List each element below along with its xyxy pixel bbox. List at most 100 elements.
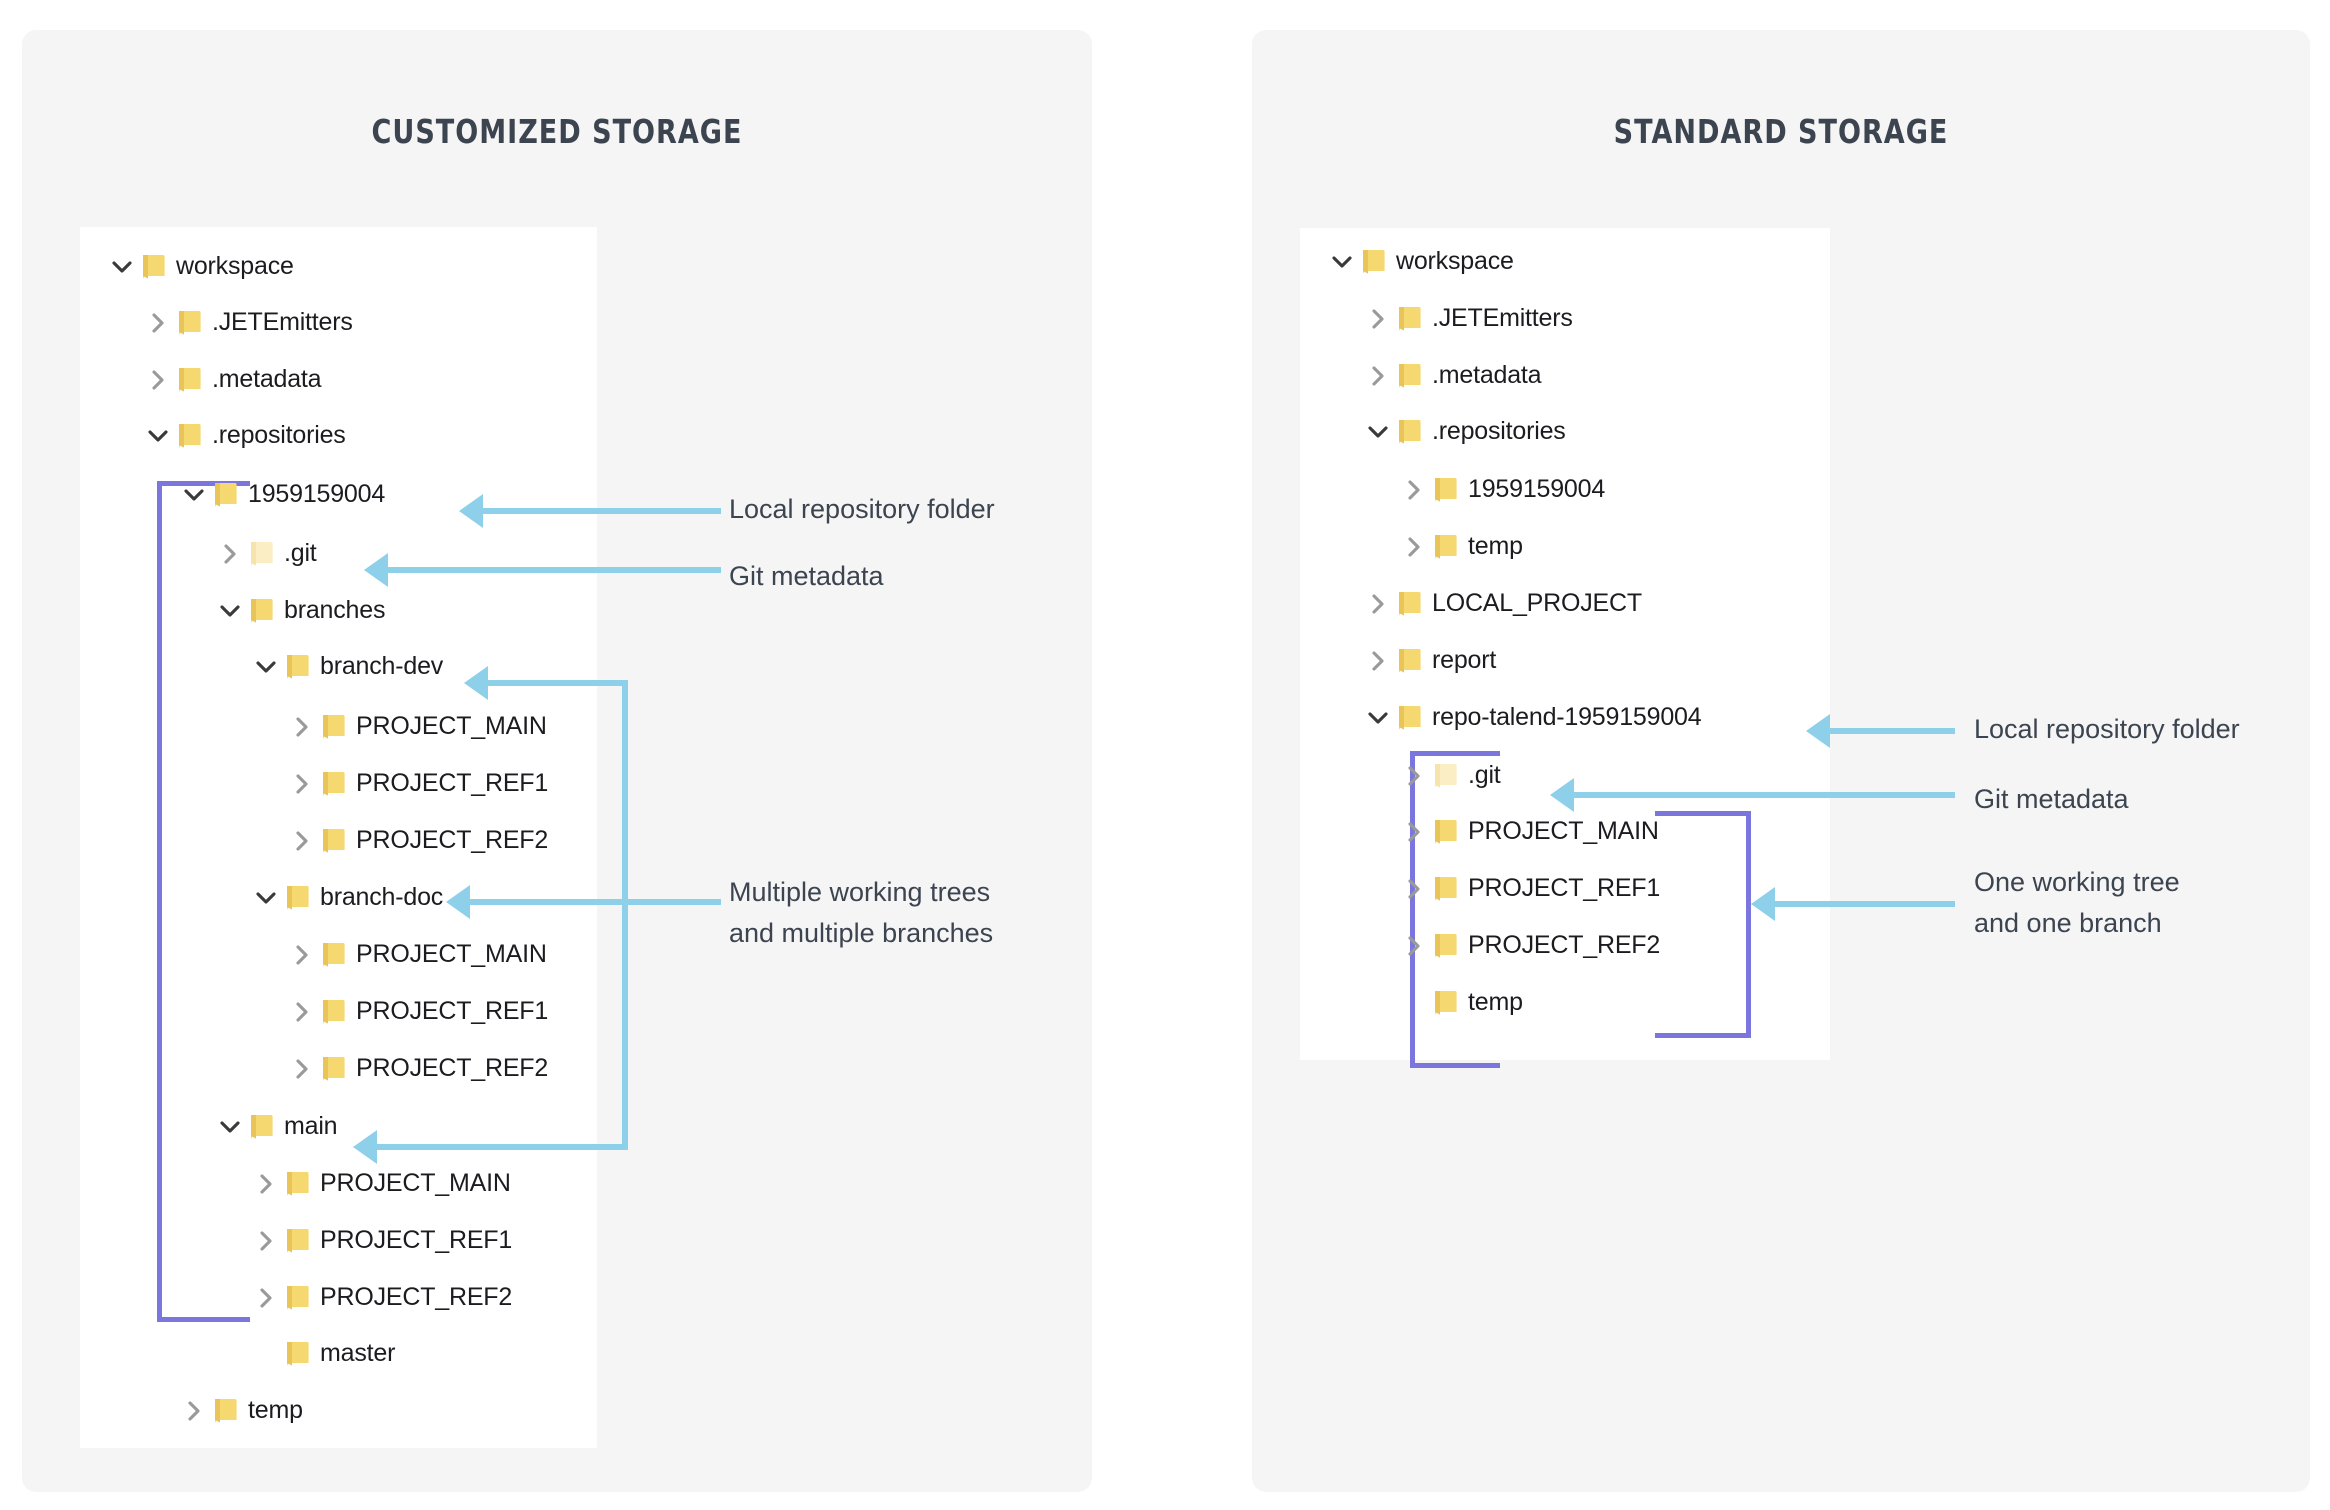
tree-item[interactable]: branches <box>216 591 385 629</box>
chevron-right-icon[interactable] <box>288 770 314 796</box>
tree-item[interactable]: .git <box>216 534 317 572</box>
tree-item[interactable]: PROJECT_REF2 <box>288 821 548 859</box>
tree-item[interactable]: branch-dev <box>252 647 443 685</box>
annotation-label-git-metadata-right: Git metadata <box>1974 784 2129 814</box>
tree-item[interactable]: repo-talend-1959159004 <box>1364 698 1702 736</box>
folder-icon <box>1430 990 1457 1015</box>
folder-icon <box>210 482 237 507</box>
tree-item-label: repo-talend-1959159004 <box>1432 702 1702 731</box>
tree-item[interactable]: temp <box>180 1391 303 1429</box>
chevron-right-icon[interactable] <box>1400 932 1426 958</box>
tree-item[interactable]: PROJECT_REF1 <box>1400 869 1660 907</box>
chevron-down-icon[interactable] <box>1364 418 1390 444</box>
panel-title-standard: STANDARD STORAGE <box>1613 112 1949 151</box>
chevron-down-icon[interactable] <box>180 481 206 507</box>
folder-icon <box>1430 534 1457 559</box>
tree-item[interactable]: PROJECT_MAIN <box>1400 812 1659 850</box>
tree-item-label: main <box>284 1111 338 1140</box>
chevron-right-icon[interactable] <box>144 366 170 392</box>
tree-item[interactable]: PROJECT_REF2 <box>1400 926 1660 964</box>
folder-icon <box>1430 819 1457 844</box>
tree-item[interactable]: .metadata <box>144 360 322 398</box>
folder-icon <box>1358 249 1385 274</box>
tree-item[interactable]: PROJECT_REF1 <box>288 764 548 802</box>
tree-item-label: PROJECT_REF2 <box>356 825 549 854</box>
tree-item[interactable]: PROJECT_MAIN <box>252 1164 511 1202</box>
chevron-right-icon[interactable] <box>1400 476 1426 502</box>
chevron-right-icon[interactable] <box>1364 362 1390 388</box>
tree-item-label: master <box>320 1338 396 1367</box>
chevron-right-icon[interactable] <box>252 1284 278 1310</box>
panel-title-customized: CUSTOMIZED STORAGE <box>371 112 743 151</box>
chevron-right-icon[interactable] <box>1400 762 1426 788</box>
chevron-down-icon[interactable] <box>1328 248 1354 274</box>
chevron-right-icon[interactable] <box>1364 305 1390 331</box>
folder-icon <box>282 1341 309 1366</box>
tree-item[interactable]: master <box>252 1334 395 1372</box>
tree-item-label: PROJECT_REF1 <box>320 1225 513 1254</box>
tree-item[interactable]: PROJECT_REF2 <box>288 1049 548 1087</box>
chevron-right-icon[interactable] <box>180 1397 206 1423</box>
tree-item[interactable]: PROJECT_MAIN <box>288 707 547 745</box>
chevron-right-icon[interactable] <box>252 1170 278 1196</box>
tree-item[interactable]: .repositories <box>1364 412 1566 450</box>
tree-item-label: workspace <box>1396 246 1514 275</box>
chevron-down-icon[interactable] <box>1364 704 1390 730</box>
tree-item[interactable]: PROJECT_REF1 <box>252 1221 512 1259</box>
chevron-right-icon[interactable] <box>288 1055 314 1081</box>
tree-item[interactable]: PROJECT_MAIN <box>288 935 547 973</box>
tree-item[interactable]: .git <box>1400 756 1501 794</box>
tree-item-label: PROJECT_REF1 <box>356 996 549 1025</box>
chevron-right-icon[interactable] <box>1364 647 1390 673</box>
folder-icon <box>318 1056 345 1081</box>
tree-item[interactable]: main <box>216 1107 338 1145</box>
tree-item[interactable]: .JETEmitters <box>144 303 353 341</box>
chevron-down-icon[interactable] <box>252 884 278 910</box>
tree-item-label: .JETEmitters <box>212 307 353 336</box>
chevron-down-icon[interactable] <box>144 422 170 448</box>
chevron-right-icon[interactable] <box>252 1227 278 1253</box>
chevron-down-icon[interactable] <box>216 597 242 623</box>
tree-item[interactable]: 1959159004 <box>1400 470 1605 508</box>
annotation-label-git-metadata-left: Git metadata <box>729 561 884 591</box>
folder-icon <box>246 1114 273 1139</box>
folder-icon <box>1394 419 1421 444</box>
chevron-down-icon[interactable] <box>108 253 134 279</box>
chevron-down-icon[interactable] <box>216 1113 242 1139</box>
folder-icon <box>282 885 309 910</box>
chevron-right-icon[interactable] <box>1400 533 1426 559</box>
tree-item[interactable]: branch-doc <box>252 878 443 916</box>
tree-item[interactable]: report <box>1364 641 1496 679</box>
tree-item-label: PROJECT_REF2 <box>356 1053 549 1082</box>
tree-item[interactable]: .metadata <box>1364 356 1542 394</box>
tree-item[interactable]: PROJECT_REF2 <box>252 1278 512 1316</box>
chevron-right-icon[interactable] <box>288 713 314 739</box>
tree-item[interactable]: .JETEmitters <box>1364 299 1573 337</box>
tree-item-label: .JETEmitters <box>1432 303 1573 332</box>
tree-item[interactable]: workspace <box>1328 242 1514 280</box>
tree-item[interactable]: 1959159004 <box>180 475 385 513</box>
chevron-right-icon[interactable] <box>288 998 314 1024</box>
tree-item[interactable]: LOCAL_PROJECT <box>1364 584 1642 622</box>
tree-item[interactable]: workspace <box>108 247 294 285</box>
chevron-right-icon[interactable] <box>288 827 314 853</box>
chevron-right-icon[interactable] <box>288 941 314 967</box>
tree-item-label: 1959159004 <box>248 479 386 508</box>
tree-item[interactable]: temp <box>1400 983 1523 1021</box>
annotation-label-multi-worktree-left: Multiple working trees and multiple bran… <box>729 877 994 948</box>
tree-item-label: temp <box>1468 987 1523 1016</box>
file-tree-standard <box>1300 228 1830 1060</box>
chevron-right-icon[interactable] <box>1400 818 1426 844</box>
folder-icon <box>174 423 201 448</box>
tree-item-label: PROJECT_MAIN <box>356 939 547 968</box>
chevron-right-icon[interactable] <box>1400 875 1426 901</box>
folder-icon <box>1394 306 1421 331</box>
chevron-down-icon[interactable] <box>252 653 278 679</box>
chevron-right-icon[interactable] <box>144 309 170 335</box>
tree-item[interactable]: PROJECT_REF1 <box>288 992 548 1030</box>
tree-item[interactable]: .repositories <box>144 416 346 454</box>
tree-item[interactable]: temp <box>1400 527 1523 565</box>
chevron-right-icon[interactable] <box>216 540 242 566</box>
chevron-right-icon[interactable] <box>1364 590 1390 616</box>
